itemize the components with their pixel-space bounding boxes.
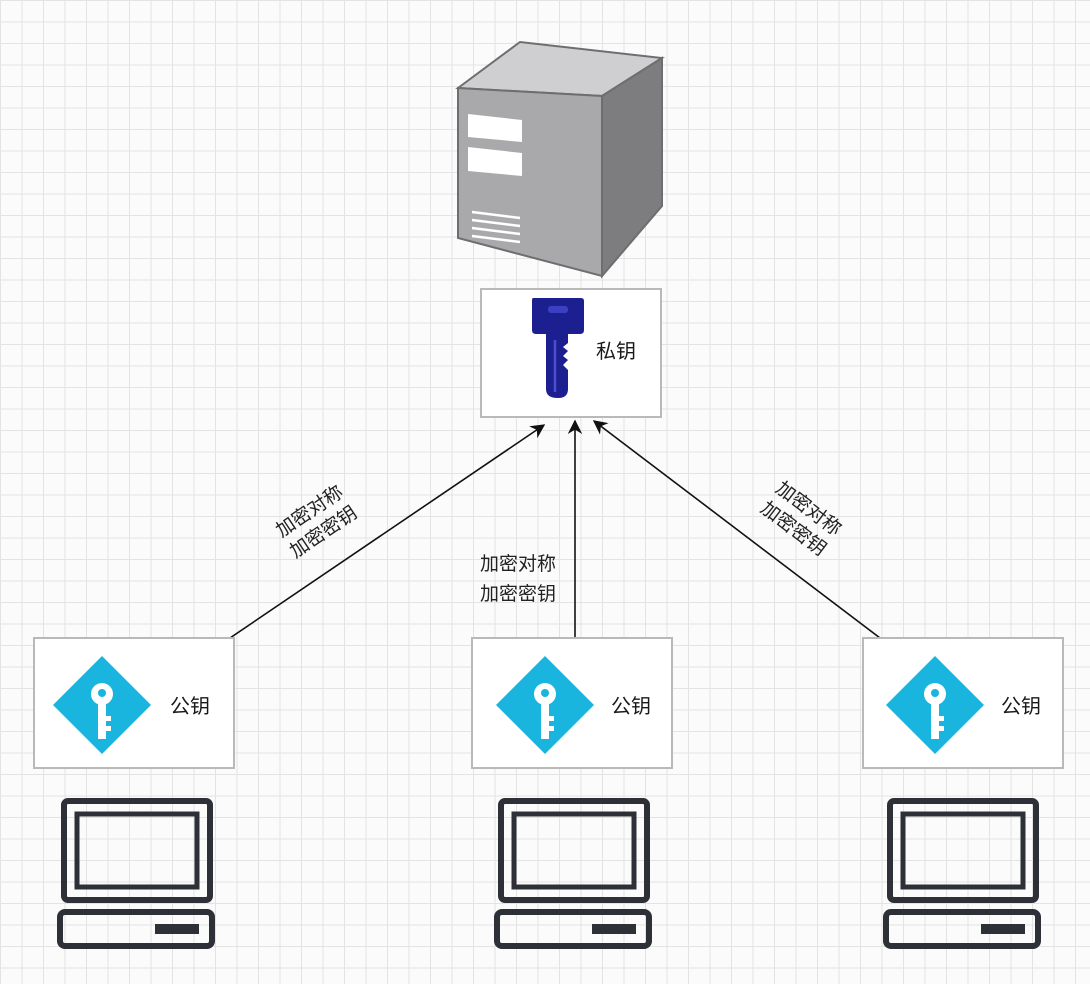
public-key-node-2[interactable]: 公钥 — [471, 637, 673, 769]
edge-client-1: 加密对称 加密密钥 — [229, 424, 546, 639]
edge-label-line1: 加密对称 — [480, 553, 556, 575]
laptop-icon — [883, 798, 1041, 949]
server-icon — [455, 40, 665, 279]
public-key-node-3[interactable]: 公钥 — [862, 637, 1064, 769]
key-icon — [532, 298, 584, 398]
private-key-node[interactable]: 私钥 — [480, 288, 662, 418]
public-key-icon — [53, 656, 151, 754]
public-key-node-1[interactable]: 公钥 — [33, 637, 235, 769]
public-key-label: 公钥 — [1001, 694, 1041, 718]
edge-label-line2: 加密密钥 — [480, 583, 556, 605]
public-key-icon — [886, 656, 984, 754]
public-key-label: 公钥 — [611, 694, 651, 718]
edge-client-2: 加密对称 加密密钥 — [480, 419, 583, 638]
private-key-label: 私钥 — [596, 339, 636, 363]
edge-client-3: 加密对称 加密密钥 — [592, 420, 881, 639]
public-key-label: 公钥 — [170, 694, 210, 718]
public-key-icon — [496, 656, 594, 754]
laptop-icon — [494, 798, 652, 949]
laptop-icon — [57, 798, 215, 949]
